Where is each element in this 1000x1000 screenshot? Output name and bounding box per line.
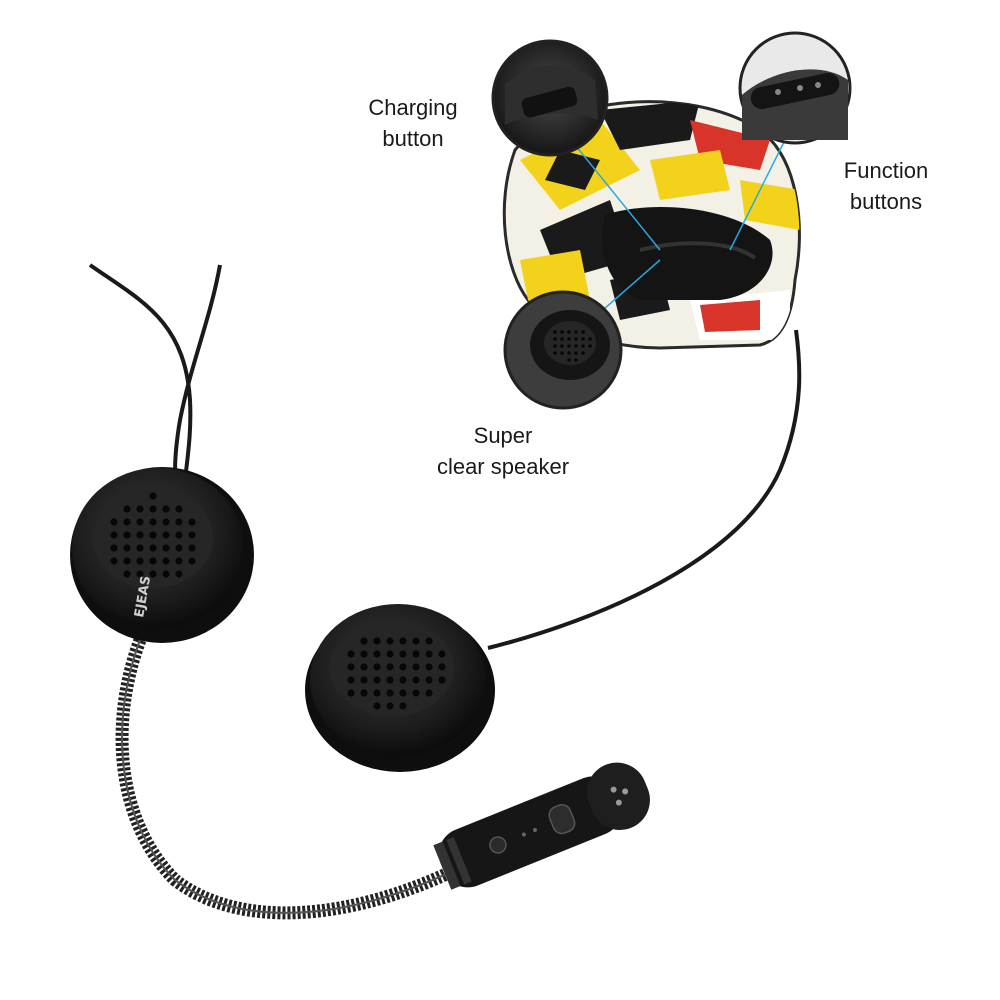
speaker-holes: [110, 492, 196, 578]
zoom-charging-button: [491, 39, 609, 157]
control-unit: [433, 762, 650, 890]
zoom-function-buttons: [738, 31, 852, 145]
callout-speaker-line1: Super: [473, 423, 533, 448]
power-button-icon: [489, 836, 507, 854]
callout-charging-button: Charging button: [352, 92, 474, 154]
callout-super-clear-speaker: Super clear speaker: [418, 420, 588, 482]
helmet: [502, 100, 801, 350]
callout-function-line2: buttons: [849, 189, 923, 214]
left-speaker-pad: EJEAS: [70, 467, 254, 643]
right-speaker-pad: [305, 604, 495, 772]
callout-charging-line2: button: [382, 126, 444, 151]
callout-function-line1: Function: [843, 158, 929, 183]
callout-charging-line1: Charging: [368, 95, 458, 120]
callout-line-function: [729, 129, 791, 251]
brand-logo: EJEAS: [132, 575, 154, 619]
callout-function-buttons: Function buttons: [826, 155, 946, 217]
speaker-holes: [347, 637, 446, 710]
speaker-cable: [487, 329, 802, 650]
zoom-speaker: [503, 290, 623, 410]
left-cable-b: [173, 264, 222, 486]
callout-speaker-line2: clear speaker: [436, 454, 570, 479]
